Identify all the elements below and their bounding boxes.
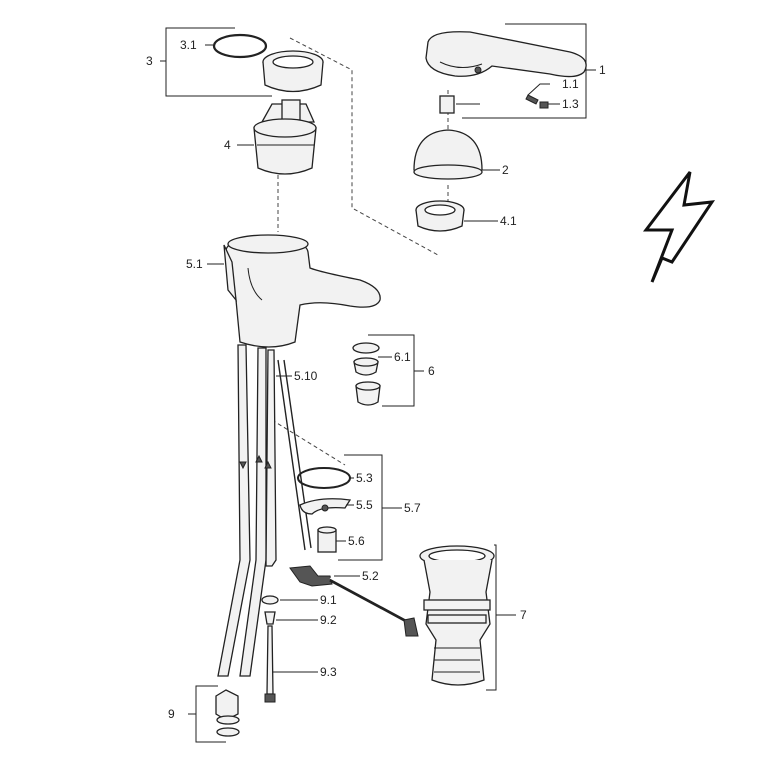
label-9-2: 9.2	[320, 613, 337, 627]
label-1-3: 1.3	[562, 97, 579, 111]
label-9-1: 9.1	[320, 593, 337, 607]
label-9-3: 9.3	[320, 665, 337, 679]
label-5-3: 5.3	[356, 471, 373, 485]
part-1-handle-lever	[425, 31, 587, 109]
label-5-10: 5.10	[294, 369, 318, 383]
label-5-2: 5.2	[362, 569, 379, 583]
part-handle-insert-block	[439, 95, 480, 114]
part-9-connector-nuts	[215, 689, 240, 737]
label-9: 9	[168, 707, 175, 721]
part-faucet-body	[223, 234, 381, 348]
label-1-1: 1.1	[562, 77, 579, 91]
label-7: 7	[520, 608, 527, 622]
label-5-1: 5.1	[186, 257, 203, 271]
label-5-6: 5.6	[348, 534, 365, 548]
label-1: 1	[599, 63, 606, 77]
label-5-5: 5.5	[356, 498, 373, 512]
lightning-bolt-icon	[642, 171, 716, 283]
label-6-1: 6.1	[394, 350, 411, 364]
part-5-7-fixing-set	[297, 467, 352, 553]
part-9-3-rod	[261, 595, 279, 703]
part-5-2-pop-up-linkage	[289, 565, 409, 624]
label-4: 4	[224, 138, 231, 152]
label-3: 3	[146, 54, 153, 68]
label-3-1: 3.1	[180, 38, 197, 52]
leader-lines	[160, 23, 596, 743]
part-3-cap	[212, 33, 324, 93]
part-2-dome-cover	[413, 129, 483, 180]
label-4-1: 4.1	[500, 214, 517, 228]
part-7-drain	[403, 545, 495, 686]
part-hoses	[217, 344, 312, 677]
part-4-1-ring-nut	[415, 200, 465, 232]
label-5-7: 5.7	[404, 501, 421, 515]
part-6-aerator	[352, 342, 381, 406]
label-6: 6	[428, 364, 435, 378]
callout-labels: 3 3.1 4 1 1.1 1.3 2 4.1 5.1 5.10 6.1 6 5…	[146, 38, 606, 721]
label-2: 2	[502, 163, 509, 177]
part-4-cartridge	[253, 99, 317, 175]
